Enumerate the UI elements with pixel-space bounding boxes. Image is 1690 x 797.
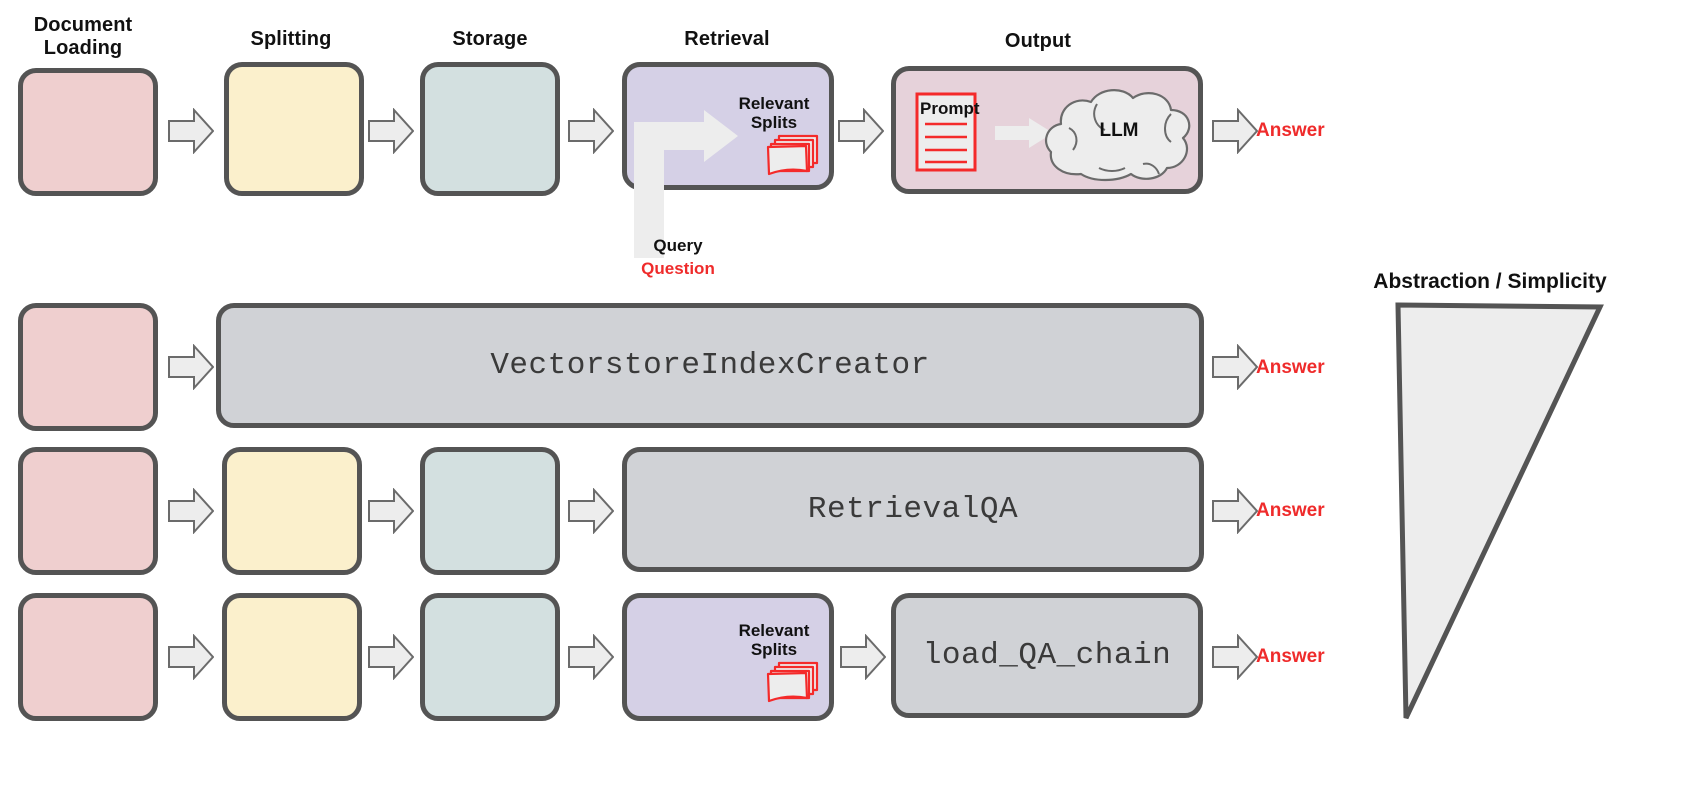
row3-chain-label: RetrievalQA <box>807 492 1019 527</box>
stage-title-document-loading-line2: Loading <box>43 37 123 59</box>
row2-arrow-1-icon <box>168 344 214 390</box>
row2-chain-label: VectorstoreIndexCreator <box>490 348 930 383</box>
llm-cloud-icon <box>1043 84 1195 182</box>
stage-title-document-loading: Document Loading <box>8 14 158 60</box>
row4-relevant-splits-label: Relevant Splits <box>714 621 834 659</box>
row4-arrow-2-icon <box>368 634 414 680</box>
stage-title-splitting: Splitting <box>250 28 332 50</box>
stage-title-storage: Storage <box>452 28 528 50</box>
query-label: Query <box>653 236 703 255</box>
row3-arrow-1-icon <box>168 488 214 534</box>
row4-storage-box[interactable] <box>420 593 560 721</box>
stage-title-output: Output <box>1004 30 1072 52</box>
row1-arrow-3-icon <box>568 108 614 154</box>
row3-document-loading-box[interactable] <box>18 447 158 575</box>
prompt-to-llm-arrow-icon <box>995 118 1053 148</box>
row4-arrow-1-icon <box>168 634 214 680</box>
row1-relevant-splits-label: Relevant Splits <box>714 94 834 132</box>
row4-arrow-4-icon <box>840 634 886 680</box>
row1-document-loading-box[interactable] <box>18 68 158 196</box>
row3-splitting-box[interactable] <box>222 447 362 575</box>
prompt-label: Prompt <box>920 99 980 118</box>
row1-arrow-2-icon <box>368 108 414 154</box>
retrieval-t-arrow-icon <box>634 108 744 258</box>
row3-answer-label: Answer <box>1256 500 1325 521</box>
row4-splitting-box[interactable] <box>222 593 362 721</box>
row4-retrieval-box[interactable] <box>622 593 834 721</box>
stage-title-retrieval: Retrieval <box>684 28 770 50</box>
row1-relevant-splits-docs-icon <box>766 133 822 177</box>
relevant-splits-line1: Relevant <box>738 94 810 113</box>
row3-arrow-3-icon <box>568 488 614 534</box>
row3-arrow-answer-icon <box>1212 488 1258 534</box>
row1-arrow-1-icon <box>168 108 214 154</box>
row1-arrow-answer-icon <box>1212 108 1258 154</box>
row3-chain-box[interactable] <box>622 447 1204 572</box>
row3-arrow-2-icon <box>368 488 414 534</box>
relevant-splits-line1: Relevant <box>738 621 810 640</box>
question-label: Question <box>641 259 715 278</box>
llm-label: LLM <box>1099 120 1139 141</box>
row4-chain-label: load_QA_chain <box>922 638 1172 673</box>
row2-answer-label: Answer <box>1256 357 1325 378</box>
prompt-card-icon <box>915 92 977 172</box>
row4-relevant-splits-docs-icon <box>766 660 822 704</box>
row3-storage-box[interactable] <box>420 447 560 575</box>
row1-storage-box[interactable] <box>420 62 560 196</box>
row1-answer-label: Answer <box>1256 120 1325 141</box>
row4-arrow-answer-icon <box>1212 634 1258 680</box>
relevant-splits-line2: Splits <box>750 112 798 132</box>
abstraction-axis-title: Abstraction / Simplicity <box>1373 270 1607 293</box>
row2-arrow-answer-icon <box>1212 344 1258 390</box>
row4-document-loading-box[interactable] <box>18 593 158 721</box>
row2-chain-box[interactable] <box>216 303 1204 428</box>
relevant-splits-line2: Splits <box>750 639 798 659</box>
row4-arrow-3-icon <box>568 634 614 680</box>
row4-chain-box[interactable] <box>891 593 1203 718</box>
row4-answer-label: Answer <box>1256 646 1325 667</box>
row1-arrow-4-icon <box>838 108 884 154</box>
abstraction-triangle-icon <box>1392 300 1612 725</box>
row2-document-loading-box[interactable] <box>18 303 158 431</box>
row1-splitting-box[interactable] <box>224 62 364 196</box>
stage-title-document-loading-line1: Document <box>33 14 133 36</box>
